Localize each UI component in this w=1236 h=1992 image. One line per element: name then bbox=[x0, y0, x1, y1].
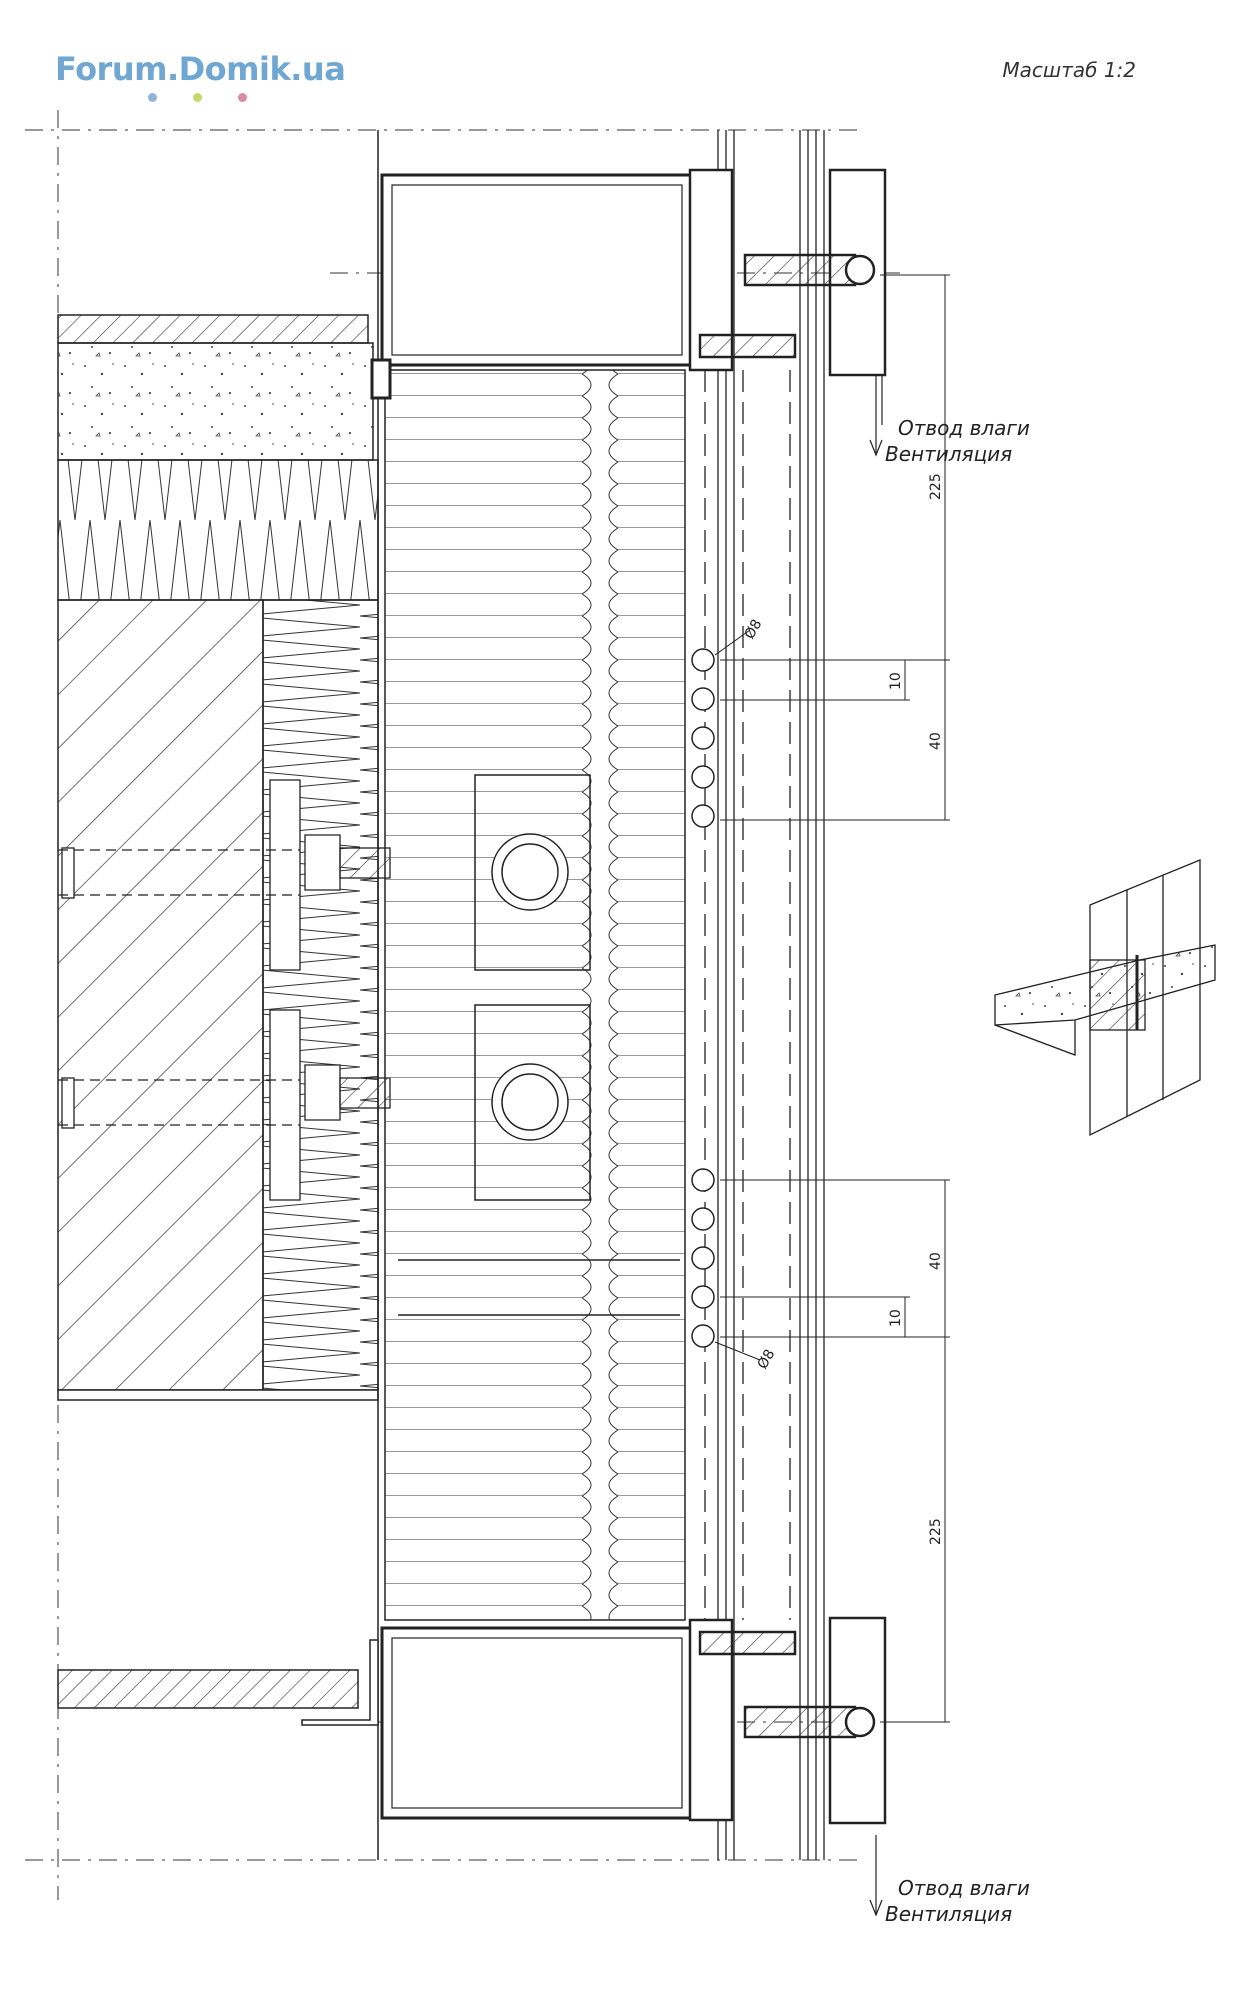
glazing-unit bbox=[704, 130, 825, 1860]
top-drain-note: Отвод влаги bbox=[898, 416, 1030, 440]
top-vent-note: Вентиляция bbox=[885, 442, 1012, 466]
dim-top-40: 40 bbox=[928, 732, 944, 750]
dimension-lines bbox=[714, 274, 950, 1723]
pressure-plate-bottom bbox=[688, 1616, 887, 1825]
isometric-inset bbox=[994, 859, 1216, 1137]
dim-top-225: 225 bbox=[928, 473, 944, 500]
logo-dot-green bbox=[193, 93, 202, 102]
anchor-bolts bbox=[58, 779, 391, 1201]
transom-profile-bottom bbox=[301, 1626, 694, 1820]
logo-dot-blue bbox=[148, 93, 157, 102]
forum-domik-logo[interactable]: Forum.Domik.ua bbox=[55, 50, 346, 88]
logo-dots bbox=[148, 89, 279, 107]
bottom-drain-note: Отвод влаги bbox=[898, 1876, 1030, 1900]
dim-bottom-40: 40 bbox=[928, 1252, 944, 1270]
left-wall bbox=[57, 130, 379, 1860]
bottom-vent-note: Вентиляция bbox=[885, 1902, 1012, 1926]
vent-holes bbox=[691, 648, 715, 1348]
dim-bottom-diameter: Ø8 bbox=[755, 1347, 779, 1372]
main-insulation bbox=[384, 369, 686, 1621]
logo-dot-pink bbox=[238, 93, 247, 102]
transom-profile-top bbox=[370, 173, 694, 400]
scale-label: Масштаб 1:2 bbox=[1002, 58, 1136, 82]
dim-bottom-225: 225 bbox=[928, 1518, 944, 1545]
dim-bottom-10: 10 bbox=[888, 1309, 904, 1327]
dim-top-10: 10 bbox=[888, 672, 904, 690]
drain-arrows bbox=[869, 375, 883, 1917]
dim-top-diameter: Ø8 bbox=[742, 617, 766, 642]
pressure-plate-top bbox=[688, 168, 887, 377]
